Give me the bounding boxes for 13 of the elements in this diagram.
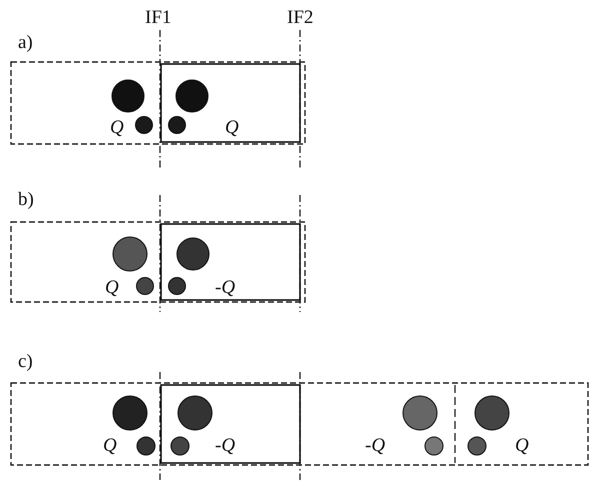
- interface-label: IF1: [145, 8, 172, 27]
- charge-label: -Q: [365, 436, 386, 455]
- panel-label: c): [18, 352, 33, 371]
- charge-label: Q: [103, 436, 117, 455]
- charge-label: Q: [105, 278, 119, 297]
- charge-label: Q: [110, 118, 124, 137]
- charge-label: -Q: [215, 436, 236, 455]
- interface-label: IF2: [287, 8, 314, 27]
- charge-label: -Q: [215, 278, 236, 297]
- panel-label: a): [18, 33, 33, 52]
- charge-label: Q: [225, 118, 239, 137]
- charge-label: Q: [515, 436, 529, 455]
- panel-label: b): [18, 190, 34, 209]
